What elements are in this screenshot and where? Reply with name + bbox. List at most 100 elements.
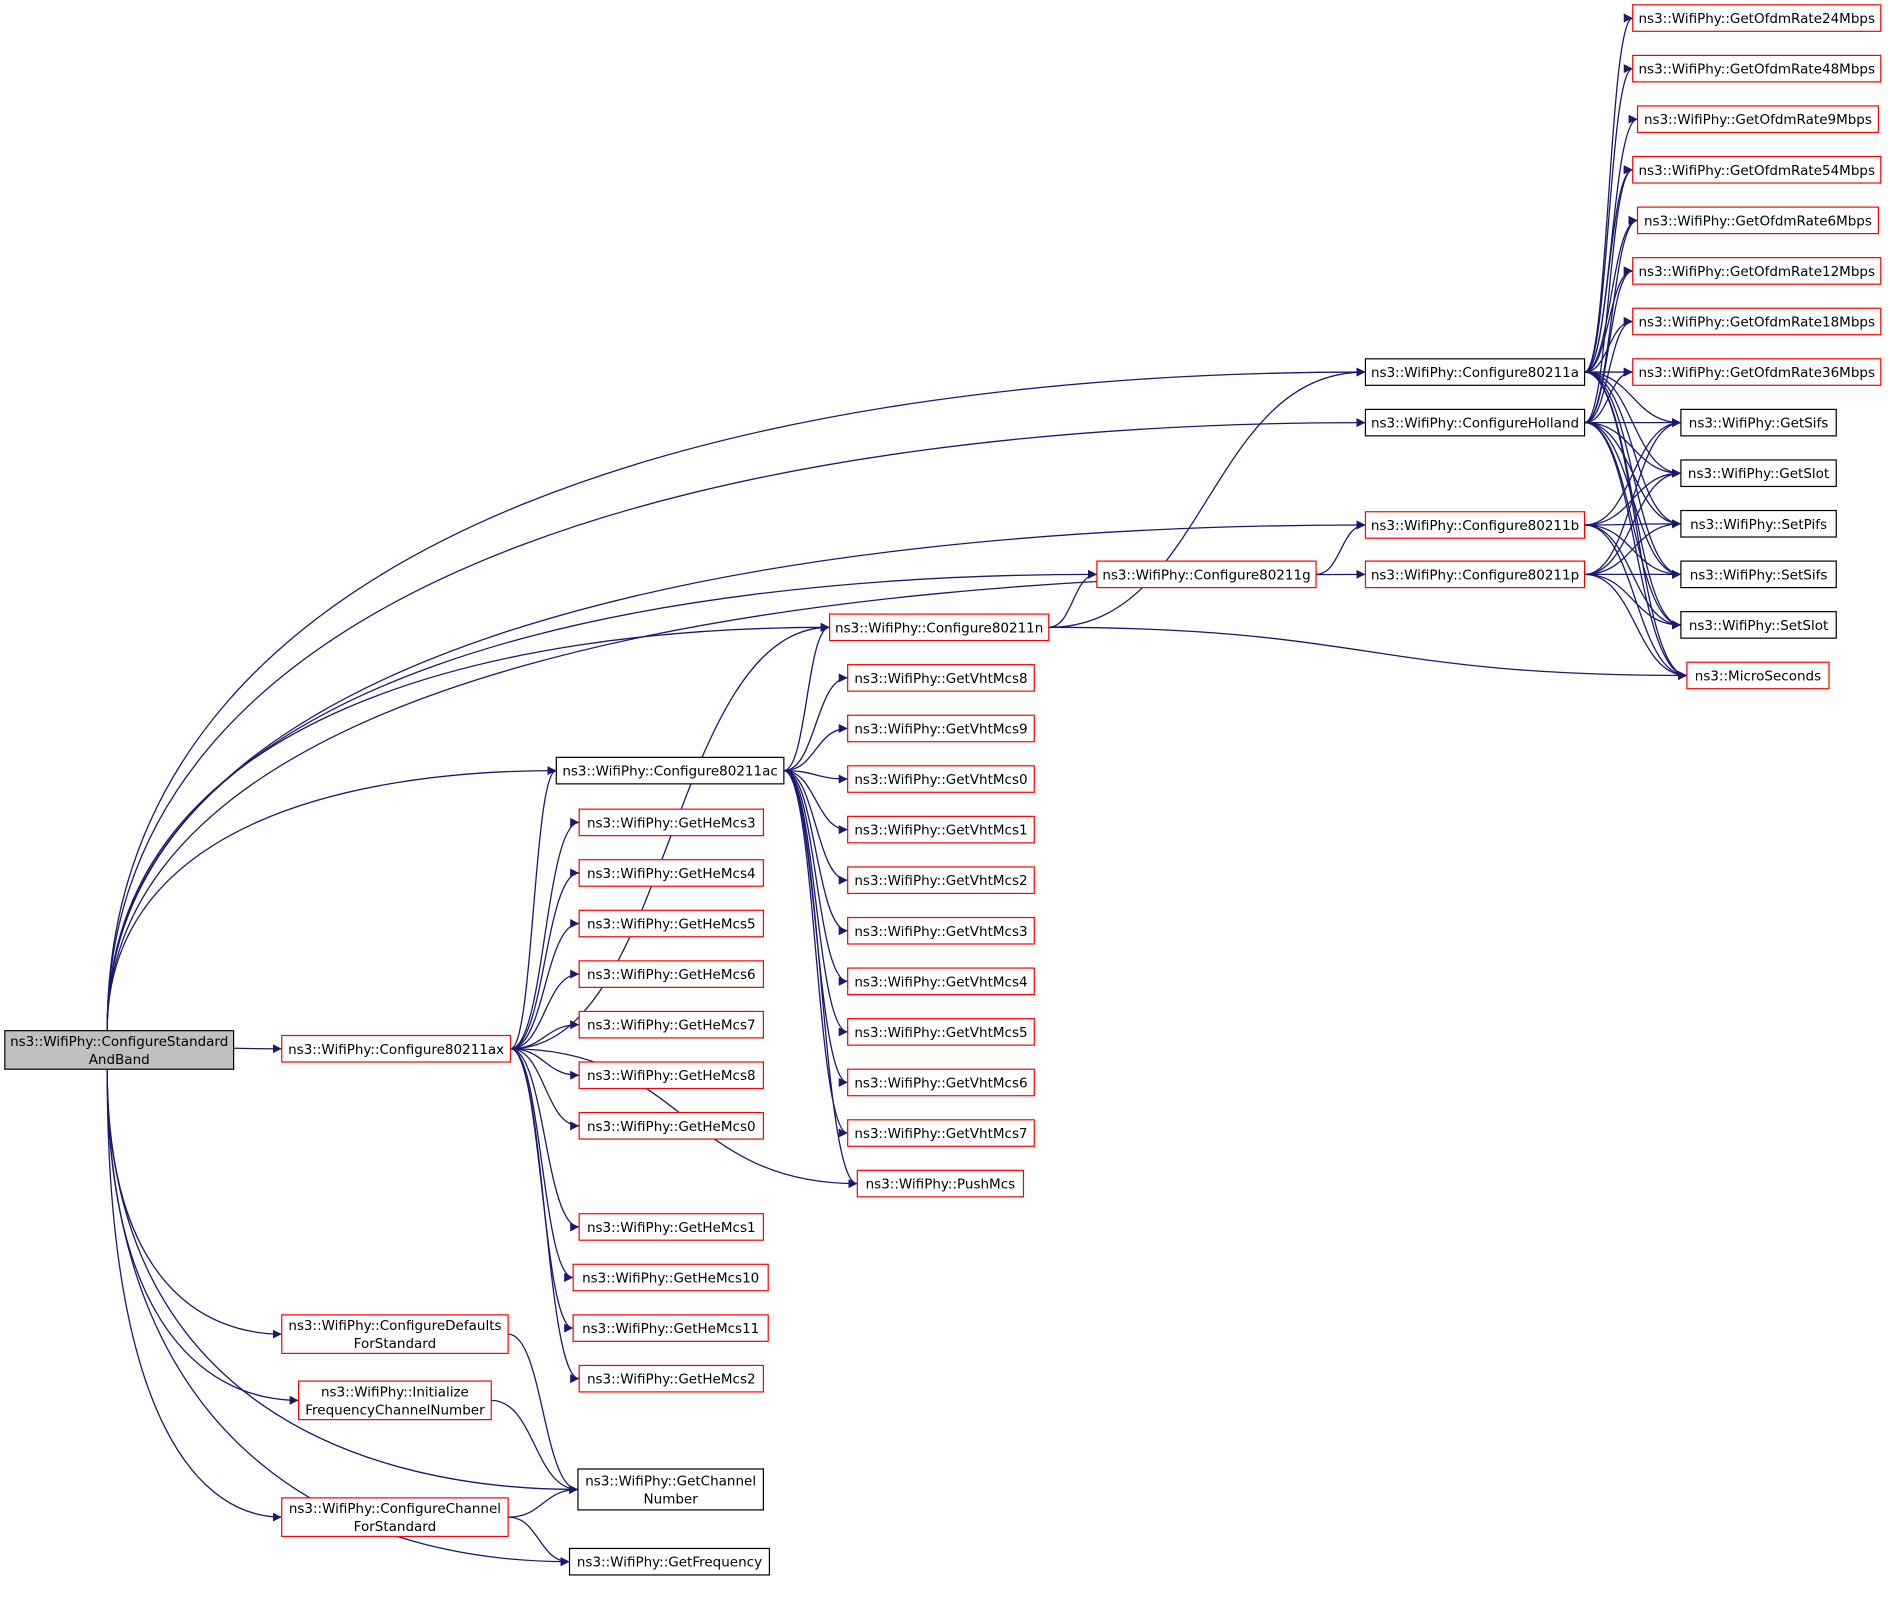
node-box — [568, 1547, 771, 1576]
node-h6[interactable]: ns3::WifiPhy::GetHeMcs6 — [578, 960, 764, 988]
node-box — [847, 916, 1035, 945]
node-label: ns3::WifiPhy::SetPifs — [1690, 517, 1827, 533]
node-box — [1632, 4, 1882, 32]
edge-c80211ax-to-h10 — [510, 1048, 574, 1282]
node-o6[interactable]: ns3::WifiPhy::GetOfdmRate6Mbps — [1636, 206, 1879, 235]
node-v1[interactable]: ns3::WifiPhy::GetVhtMcs1 — [847, 815, 1035, 844]
node-box — [1632, 155, 1882, 184]
node-box — [1632, 307, 1882, 336]
node-h7[interactable]: ns3::WifiPhy::GetHeMcs7 — [578, 1010, 764, 1039]
edge-c80211ac-to-v8 — [783, 673, 848, 772]
node-v8[interactable]: ns3::WifiPhy::GetVhtMcs8 — [847, 664, 1035, 692]
edge-c80211ac-to-v3 — [783, 769, 848, 936]
node-c80211p[interactable]: ns3::WifiPhy::Configure80211p — [1364, 560, 1586, 589]
edge-root-to-cChannel — [106, 1069, 282, 1522]
edge-c80211ac-to-v7 — [783, 769, 848, 1138]
node-cHolland[interactable]: ns3::WifiPhy::ConfigureHolland — [1364, 408, 1586, 437]
edge-root-to-getFreq — [106, 1069, 570, 1567]
node-h11[interactable]: ns3::WifiPhy::GetHeMcs11 — [572, 1314, 769, 1342]
node-c80211ac[interactable]: ns3::WifiPhy::Configure80211ac — [555, 756, 785, 785]
node-setPifs[interactable]: ns3::WifiPhy::SetPifs — [1680, 509, 1837, 538]
node-box — [847, 815, 1035, 844]
node-cDefaults[interactable]: ns3::WifiPhy::ConfigureDefaultsForStanda… — [281, 1314, 509, 1354]
node-setSifs[interactable]: ns3::WifiPhy::SetSifs — [1680, 560, 1837, 589]
node-box — [4, 1030, 235, 1070]
node-pushMcs[interactable]: ns3::WifiPhy::PushMcs — [856, 1169, 1025, 1198]
node-h2[interactable]: ns3::WifiPhy::GetHeMcs2 — [578, 1364, 764, 1393]
node-h4[interactable]: ns3::WifiPhy::GetHeMcs4 — [578, 859, 764, 887]
node-label: ns3::MicroSeconds — [1695, 668, 1821, 684]
node-box — [578, 1213, 764, 1241]
node-label: ns3::WifiPhy::GetVhtMcs8 — [854, 671, 1027, 687]
edge-cChannel-to-getChan — [508, 1484, 578, 1518]
node-v2[interactable]: ns3::WifiPhy::GetVhtMcs2 — [847, 866, 1035, 895]
node-label: ns3::WifiPhy::GetOfdmRate9Mbps — [1644, 112, 1872, 128]
node-label: ns3::WifiPhy::GetVhtMcs7 — [854, 1126, 1027, 1142]
node-getSifs[interactable]: ns3::WifiPhy::GetSifs — [1680, 408, 1837, 437]
node-v4[interactable]: ns3::WifiPhy::GetVhtMcs4 — [847, 967, 1035, 996]
node-box — [829, 613, 1050, 642]
node-box — [847, 714, 1035, 743]
node-box — [847, 1119, 1035, 1147]
node-o48[interactable]: ns3::WifiPhy::GetOfdmRate48Mbps — [1632, 54, 1882, 83]
node-setSlot[interactable]: ns3::WifiPhy::SetSlot — [1680, 611, 1837, 639]
node-v0[interactable]: ns3::WifiPhy::GetVhtMcs0 — [847, 765, 1035, 793]
node-label: ForStandard — [354, 1519, 437, 1535]
node-c80211b[interactable]: ns3::WifiPhy::Configure80211b — [1364, 511, 1586, 539]
node-o36[interactable]: ns3::WifiPhy::GetOfdmRate36Mbps — [1632, 358, 1882, 386]
node-micro[interactable]: ns3::MicroSeconds — [1686, 661, 1830, 690]
node-o18[interactable]: ns3::WifiPhy::GetOfdmRate18Mbps — [1632, 307, 1882, 336]
edge-cChannel-to-getFreq — [508, 1516, 570, 1567]
edge-c80211ac-to-v2 — [783, 769, 848, 885]
node-h10[interactable]: ns3::WifiPhy::GetHeMcs10 — [572, 1263, 769, 1292]
node-h8[interactable]: ns3::WifiPhy::GetHeMcs8 — [578, 1061, 764, 1090]
node-v5[interactable]: ns3::WifiPhy::GetVhtMcs5 — [847, 1018, 1035, 1046]
node-label: ns3::WifiPhy::GetVhtMcs2 — [854, 873, 1027, 889]
node-h3[interactable]: ns3::WifiPhy::GetHeMcs3 — [578, 808, 764, 837]
node-v6[interactable]: ns3::WifiPhy::GetVhtMcs6 — [847, 1068, 1035, 1097]
node-o54[interactable]: ns3::WifiPhy::GetOfdmRate54Mbps — [1632, 155, 1882, 184]
node-h1[interactable]: ns3::WifiPhy::GetHeMcs1 — [578, 1213, 764, 1241]
node-label: ns3::WifiPhy::GetVhtMcs4 — [854, 974, 1027, 990]
edge-c80211p-to-getSifs — [1584, 418, 1681, 575]
node-box — [281, 1314, 509, 1354]
node-v7[interactable]: ns3::WifiPhy::GetVhtMcs7 — [847, 1119, 1035, 1147]
node-v9[interactable]: ns3::WifiPhy::GetVhtMcs9 — [847, 714, 1035, 743]
node-box — [578, 859, 764, 887]
node-label: ns3::WifiPhy::GetOfdmRate18Mbps — [1639, 314, 1876, 330]
node-box — [1364, 358, 1586, 386]
node-getFreq[interactable]: ns3::WifiPhy::GetFrequency — [568, 1547, 771, 1576]
node-box — [1096, 560, 1317, 589]
node-c80211n[interactable]: ns3::WifiPhy::Configure80211n — [829, 613, 1050, 642]
node-o12[interactable]: ns3::WifiPhy::GetOfdmRate12Mbps — [1632, 257, 1882, 285]
edge-cHolland-to-micro — [1584, 421, 1687, 680]
node-o24[interactable]: ns3::WifiPhy::GetOfdmRate24Mbps — [1632, 4, 1882, 32]
node-label: ns3::WifiPhy::GetHeMcs8 — [587, 1068, 756, 1084]
edge-c80211b-to-micro — [1584, 524, 1687, 680]
edge-c80211a-to-o54 — [1584, 165, 1633, 373]
node-h0[interactable]: ns3::WifiPhy::GetHeMcs0 — [578, 1111, 764, 1140]
node-c80211a[interactable]: ns3::WifiPhy::Configure80211a — [1364, 358, 1586, 386]
node-label: ns3::WifiPhy::Configure80211ax — [288, 1042, 504, 1058]
edge-cHolland-to-o18 — [1584, 317, 1633, 424]
node-box — [578, 808, 764, 837]
edge-c80211ac-to-v1 — [783, 769, 848, 835]
node-getSlot[interactable]: ns3::WifiPhy::GetSlot — [1680, 459, 1837, 488]
node-label: ForStandard — [354, 1336, 437, 1352]
node-box — [578, 1364, 764, 1393]
node-initFreq[interactable]: ns3::WifiPhy::InitializeFrequencyChannel… — [298, 1380, 492, 1421]
node-label: ns3::WifiPhy::GetVhtMcs6 — [854, 1075, 1027, 1091]
node-cChannel[interactable]: ns3::WifiPhy::ConfigureChannelForStandar… — [281, 1497, 509, 1538]
edge-c80211ac-to-pushMcs — [783, 769, 858, 1189]
node-c80211g[interactable]: ns3::WifiPhy::Configure80211g — [1096, 560, 1317, 589]
node-h5[interactable]: ns3::WifiPhy::GetHeMcs5 — [578, 909, 764, 938]
node-c80211ax[interactable]: ns3::WifiPhy::Configure80211ax — [281, 1034, 512, 1063]
node-v3[interactable]: ns3::WifiPhy::GetVhtMcs3 — [847, 916, 1035, 945]
node-box — [281, 1034, 512, 1063]
edge-c80211ac-to-c80211n — [783, 622, 830, 772]
node-box — [1636, 206, 1879, 235]
node-o9[interactable]: ns3::WifiPhy::GetOfdmRate9Mbps — [1636, 105, 1879, 134]
